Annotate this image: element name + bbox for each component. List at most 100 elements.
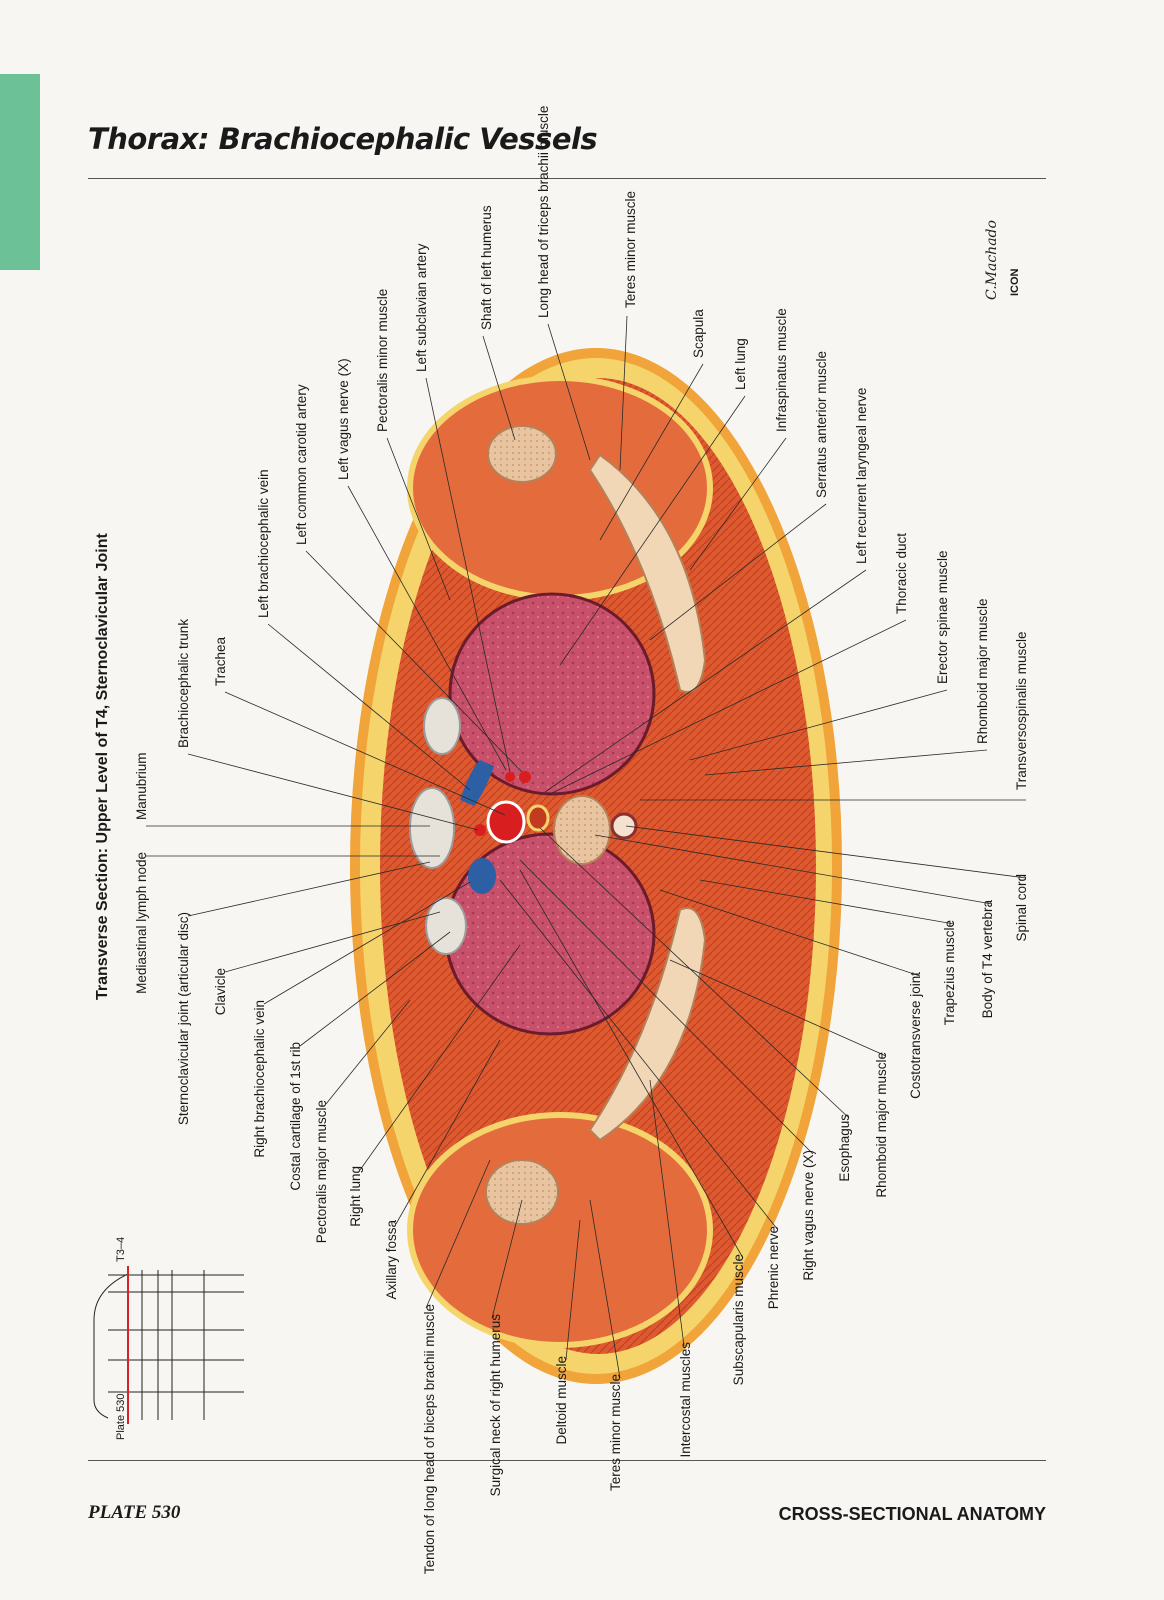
leader-line <box>325 999 411 1105</box>
leader-line <box>649 1079 685 1347</box>
shaft-of-left-humerus-bone <box>487 425 557 483</box>
leader-line <box>544 569 867 793</box>
label-clavicle: Clavicle <box>213 968 228 1015</box>
brachiocephalic-trunk-shape <box>474 824 486 836</box>
right-arm-muscle <box>407 1112 713 1348</box>
leader-line <box>347 485 507 771</box>
leader-line <box>482 335 516 441</box>
figure-subtitle: Transverse Section: Upper Level of T4, S… <box>94 533 111 1000</box>
label-mediastinal-lymph-node: Mediastinal lymph node <box>134 852 149 994</box>
right-scapula <box>588 907 707 1142</box>
label-intercostal-muscles: Intercostal muscles <box>678 1342 693 1458</box>
label-phrenic-nerve: Phrenic nerve <box>766 1226 781 1309</box>
spinal-cord-shape <box>610 812 638 840</box>
leader-line <box>386 437 451 601</box>
leader-line <box>689 437 787 571</box>
left-subclavian-shape <box>505 772 515 782</box>
label-subscapularis-muscle: Subscapularis muscle <box>731 1254 746 1385</box>
artist-signature: C.Machado <box>984 220 1000 300</box>
anatomy-illustration <box>350 348 842 1384</box>
label-rhomboid-major-muscle-top: Rhomboid major muscle <box>975 598 990 744</box>
label-pectoralis-major-muscle: Pectoralis major muscle <box>314 1100 329 1243</box>
leader-line <box>425 1159 491 1309</box>
right-humerus-bone <box>485 1159 559 1225</box>
leader-line <box>187 861 431 917</box>
leader-line <box>699 879 955 925</box>
leader-line <box>299 931 451 1047</box>
section-tab <box>0 74 40 270</box>
label-left-common-carotid-artery: Left common carotid artery <box>294 384 309 545</box>
leader-line <box>669 959 887 1057</box>
leader-line <box>689 689 948 761</box>
bottom-rule <box>88 1460 1046 1461</box>
label-costal-cartilage: Costal cartilage of 1st rib <box>288 1042 303 1191</box>
trachea-shape <box>486 800 526 844</box>
leader-line <box>224 911 441 973</box>
label-left-vagus-nerve: Left vagus nerve (X) <box>336 358 351 480</box>
label-left-subclavian-artery: Left subclavian artery <box>414 243 429 372</box>
label-axillary-fossa: Axillary fossa <box>384 1220 399 1300</box>
label-scapula: Scapula <box>691 309 706 358</box>
leader-line <box>625 825 1027 879</box>
leader-line <box>594 834 993 905</box>
label-teres-minor-muscle-right: Teres minor muscle <box>608 1374 623 1491</box>
leader-line <box>519 859 814 1155</box>
label-surgical-neck-right-humerus: Surgical neck of right humerus <box>488 1314 503 1497</box>
left-clavicle-shape <box>423 697 461 755</box>
labels-bottom: Mediastinal lymph node Sternoclavicular … <box>134 852 1029 1574</box>
plate-number: PLATE 530 <box>88 1502 181 1523</box>
label-deltoid-muscle: Deltoid muscle <box>554 1356 569 1445</box>
leader-line <box>619 315 628 471</box>
label-serratus-anterior-muscle: Serratus anterior muscle <box>814 351 829 498</box>
right-clavicle-shape <box>425 897 467 955</box>
left-lung-shape <box>448 592 656 796</box>
leader-line <box>599 363 704 541</box>
left-brachiocephalic-vein-shape <box>460 760 494 806</box>
leader-line <box>491 1199 523 1319</box>
leader-line <box>649 503 827 641</box>
label-sternoclavicular-joint: Sternoclavicular joint (articular disc) <box>176 912 191 1125</box>
page-title: Thorax: Brachiocephalic Vessels <box>88 122 598 156</box>
manubrium-shape <box>409 787 455 869</box>
top-rule <box>88 178 1046 179</box>
leader-line <box>425 377 511 773</box>
label-body-of-t4-vertebra: Body of T4 vertebra <box>980 900 995 1019</box>
leader-line <box>539 827 850 1119</box>
t4-vertebra-shape <box>553 795 611 865</box>
left-common-carotid-shape <box>519 771 531 783</box>
leader-line <box>305 550 523 773</box>
label-brachiocephalic-trunk: Brachiocephalic trunk <box>176 619 191 748</box>
publisher-logo: ICON <box>1009 268 1021 296</box>
leader-line <box>565 1219 581 1361</box>
label-right-vagus-nerve: Right vagus nerve (X) <box>801 1150 816 1281</box>
label-left-lung: Left lung <box>733 338 748 390</box>
label-thoracic-duct: Thoracic duct <box>894 533 909 614</box>
leader-line <box>499 879 779 1231</box>
leader-line <box>395 1039 501 1225</box>
leader-line <box>659 889 921 977</box>
label-shaft-of-left-humerus: Shaft of left humerus <box>479 205 494 330</box>
leader-line <box>547 619 907 796</box>
key-diagram <box>93 1266 244 1424</box>
label-teres-minor-muscle-left: Teres minor muscle <box>623 191 638 308</box>
leader-line <box>263 881 471 1005</box>
label-rhomboid-major-muscle-bottom: Rhomboid major muscle <box>874 1052 889 1198</box>
label-pectoralis-minor-muscle: Pectoralis minor muscle <box>375 289 390 432</box>
label-right-lung: Right lung <box>348 1166 363 1227</box>
key-plate-label: Plate 530 <box>115 1394 127 1440</box>
label-left-brachiocephalic-vein: Left brachiocephalic vein <box>256 469 271 618</box>
label-right-brachiocephalic-vein: Right brachiocephalic vein <box>252 1000 267 1158</box>
label-trapezius-muscle: Trapezius muscle <box>942 920 957 1025</box>
label-esophagus: Esophagus <box>837 1114 852 1182</box>
labels-top: Manubrium Brachiocephalic trunk Trachea … <box>134 106 1029 820</box>
leader-line <box>519 869 744 1259</box>
leader-line <box>559 395 746 666</box>
right-brachiocephalic-vein-shape <box>468 858 496 894</box>
label-infraspinatus-muscle: Infraspinatus muscle <box>774 308 789 432</box>
leader-line <box>589 1199 621 1379</box>
section-name: CROSS-SECTIONAL ANATOMY <box>778 1504 1046 1524</box>
leader-line <box>187 753 479 831</box>
label-costotransverse-joint: Costotransverse joint <box>908 972 923 1099</box>
esophagus-shape <box>526 804 550 832</box>
